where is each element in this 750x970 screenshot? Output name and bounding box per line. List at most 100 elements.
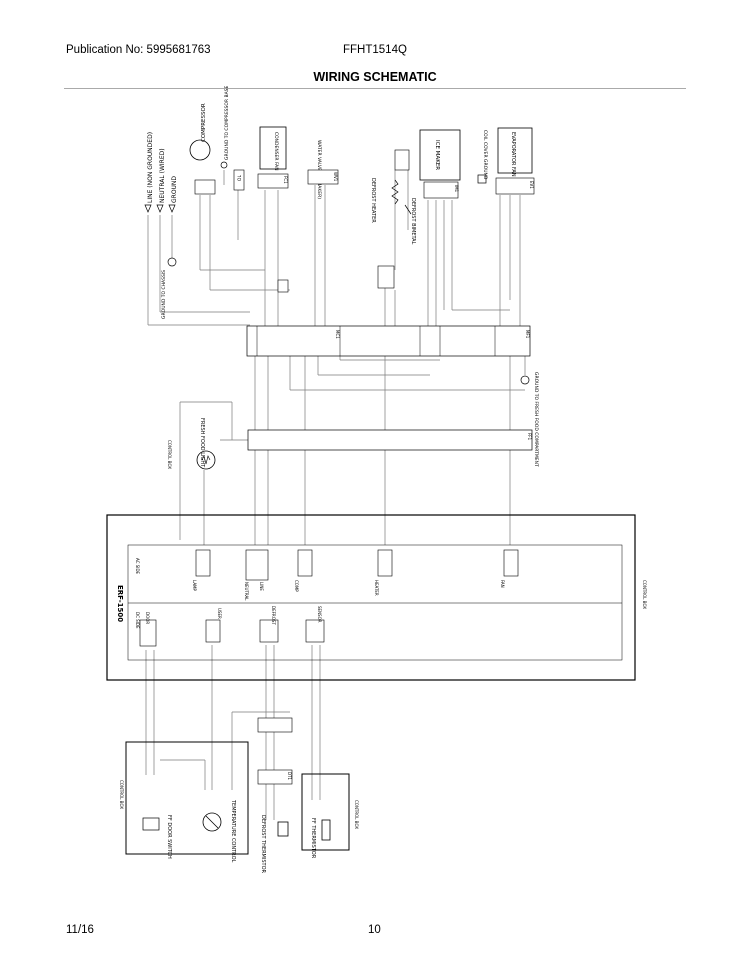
page-title: WIRING SCHEMATIC <box>313 70 437 84</box>
header-divider <box>64 88 686 89</box>
label-conn-wv: WV1 <box>333 172 338 182</box>
label-defrost-bimetal: DEFROST BIMETAL <box>410 198 416 245</box>
label-water-valve: WATER VALVE (ICEMAKER) <box>316 140 322 199</box>
label-control-box-ffth: CONTROL BOX <box>354 800 359 829</box>
label-control-box-top: CONTROL BOX <box>167 440 172 469</box>
power-input-group: LINE (NON GROUNDED) NEUTRAL (WIRED) GROU… <box>144 132 178 319</box>
label-sensor: SENSOR <box>317 606 322 623</box>
conn-user <box>205 619 221 643</box>
ice-maker-group: ICE MAKER IM1 <box>419 129 461 199</box>
defrost-thermistor-group: DT1 DEFROST THERMISTOR <box>257 717 293 874</box>
wire-network <box>145 170 526 820</box>
conn-fan <box>503 549 519 577</box>
label-ground-ff: GROUND TO FRESH FOOD COMPARTMENT <box>533 372 539 467</box>
conn-fc <box>257 173 289 189</box>
temp-control-knob <box>202 812 222 832</box>
connector-row-mid: FF1 <box>247 429 533 451</box>
label-lamp: LAMP <box>192 580 197 592</box>
label-evaporator-fan: EVAPORATOR FAN <box>510 132 516 177</box>
label-control-box-ll: CONTROL BOX <box>119 780 124 809</box>
conn-comp <box>297 549 313 577</box>
label-neutral-short: NEUTRAL <box>244 582 249 601</box>
label-temp-control: TEMPERATURE CONTROL <box>230 799 236 863</box>
footer-date: 11/16 <box>66 924 94 936</box>
label-ff-thermistor: FF THERMISTOR <box>310 818 316 859</box>
label-conn-im: IM1 <box>454 185 459 193</box>
label-conn-mc: MC1 <box>335 330 340 339</box>
label-conn-ev: EV1 <box>529 181 534 189</box>
model-number: FFHT1514Q <box>343 44 407 56</box>
label-defrost-thermistor: DEFROST THERMISTOR <box>260 815 266 874</box>
ground-chassis-icon <box>167 257 177 267</box>
label-line: LINE (NON GROUNDED) <box>147 132 154 203</box>
conn-cn-small <box>377 265 395 289</box>
label-ground: GROUND <box>171 176 178 203</box>
label-control-box-right: CONTROL BOX <box>642 580 647 609</box>
label-heater: HEATER <box>374 580 379 596</box>
label-ground-chassis: GROUND TO CHASSIS <box>161 270 167 319</box>
conn-line <box>245 549 269 581</box>
water-valve-group: WATER VALVE (ICEMAKER) WV1 <box>307 140 339 199</box>
ground-ff-icon <box>520 375 530 385</box>
label-ff-light: FRESH FOOD LIGHT <box>199 418 205 468</box>
label-ice-maker: ICE MAKER <box>434 140 440 170</box>
condenser-fan-box <box>259 126 287 170</box>
ff-light-group: FRESH FOOD LIGHT CONTROL BOX <box>167 418 216 470</box>
conn-door <box>139 619 157 647</box>
conn-wv <box>307 169 339 185</box>
relay-box <box>277 279 289 293</box>
label-conn-dt: DT1 <box>287 772 292 781</box>
evaporator-fan-group: EVAPORATOR FAN EV1 GROUND TO FRESH FOOD … <box>495 127 539 467</box>
publication-number: Publication No: 5995681763 <box>66 44 211 56</box>
coil-ground-icon <box>477 174 487 184</box>
compressor-group: COMPRESSOR GROUND TO COMPRESSOR BASE OL <box>189 85 289 293</box>
conn-dh <box>394 149 410 171</box>
label-compressor: COMPRESSOR <box>201 103 207 142</box>
conn-dt-lower <box>257 769 293 785</box>
conn-ev <box>495 177 535 195</box>
label-user: USER <box>217 608 222 619</box>
label-ol: OL <box>237 175 243 182</box>
condenser-fan-group: CONDENSER FAN FC1 <box>257 126 289 189</box>
connector-row-upper: MC1 MF1 <box>246 325 531 357</box>
ff-light-icon <box>196 450 216 470</box>
label-fan: FAN <box>500 580 505 588</box>
label-conn-mf: MF1 <box>525 330 530 339</box>
ff-thermistor-group: CONTROL BOX FF THERMISTOR <box>301 773 359 859</box>
label-conn-fc: FC1 <box>283 176 288 184</box>
conn-ol <box>233 169 245 191</box>
label-board: ERF-1500 <box>116 585 124 622</box>
defrost-group: DEFROST HEATER DEFROST BIMETAL <box>370 149 416 289</box>
label-ac-side: AC SIDE <box>135 558 140 575</box>
label-conn-ff: FF1 <box>527 433 532 441</box>
conn-heater <box>377 549 393 577</box>
conn-lamp <box>195 549 211 577</box>
conn-sensor <box>305 619 325 643</box>
label-door: DOOR <box>145 612 150 624</box>
defrost-thermistor-icon <box>277 821 289 837</box>
lower-left-control-box: CONTROL BOX FF DOOR SWITCH TEMPERATURE C… <box>119 741 249 863</box>
label-defrost-heater: DEFROST HEATER <box>370 178 376 223</box>
label-neutral: NEUTRAL (WIRED) <box>159 148 166 203</box>
label-condenser-fan: CONDENSER FAN <box>273 132 279 171</box>
conn-compressor <box>194 179 216 195</box>
label-coil-ground: COIL COVER GROUND <box>482 130 488 180</box>
defrost-heater-coil <box>391 179 399 205</box>
ice-maker-box <box>419 129 461 181</box>
page-number: 10 <box>368 924 381 936</box>
label-defrost: DEFROST <box>271 606 276 625</box>
label-ff-door-switch: FF DOOR SWITCH <box>166 815 172 859</box>
label-dc-side: DC SIDE <box>135 612 140 629</box>
bimetal-switch <box>404 204 412 215</box>
control-board: ERF-1500 AC SIDE DC SIDE CONTROL BOX LAM… <box>106 514 647 681</box>
label-comp: COMP <box>294 580 299 592</box>
conn-defrost <box>259 619 279 643</box>
label-ground-comp: GROUND TO COMPRESSOR BASE <box>224 85 230 160</box>
ground-comp-icon <box>220 161 228 169</box>
conn-dt-upper <box>257 717 293 733</box>
compressor-icon <box>189 139 211 161</box>
label-line-short: LINE <box>259 582 264 591</box>
ff-door-switch-icon <box>142 817 160 831</box>
coil-ground-group: COIL COVER GROUND <box>477 130 488 184</box>
